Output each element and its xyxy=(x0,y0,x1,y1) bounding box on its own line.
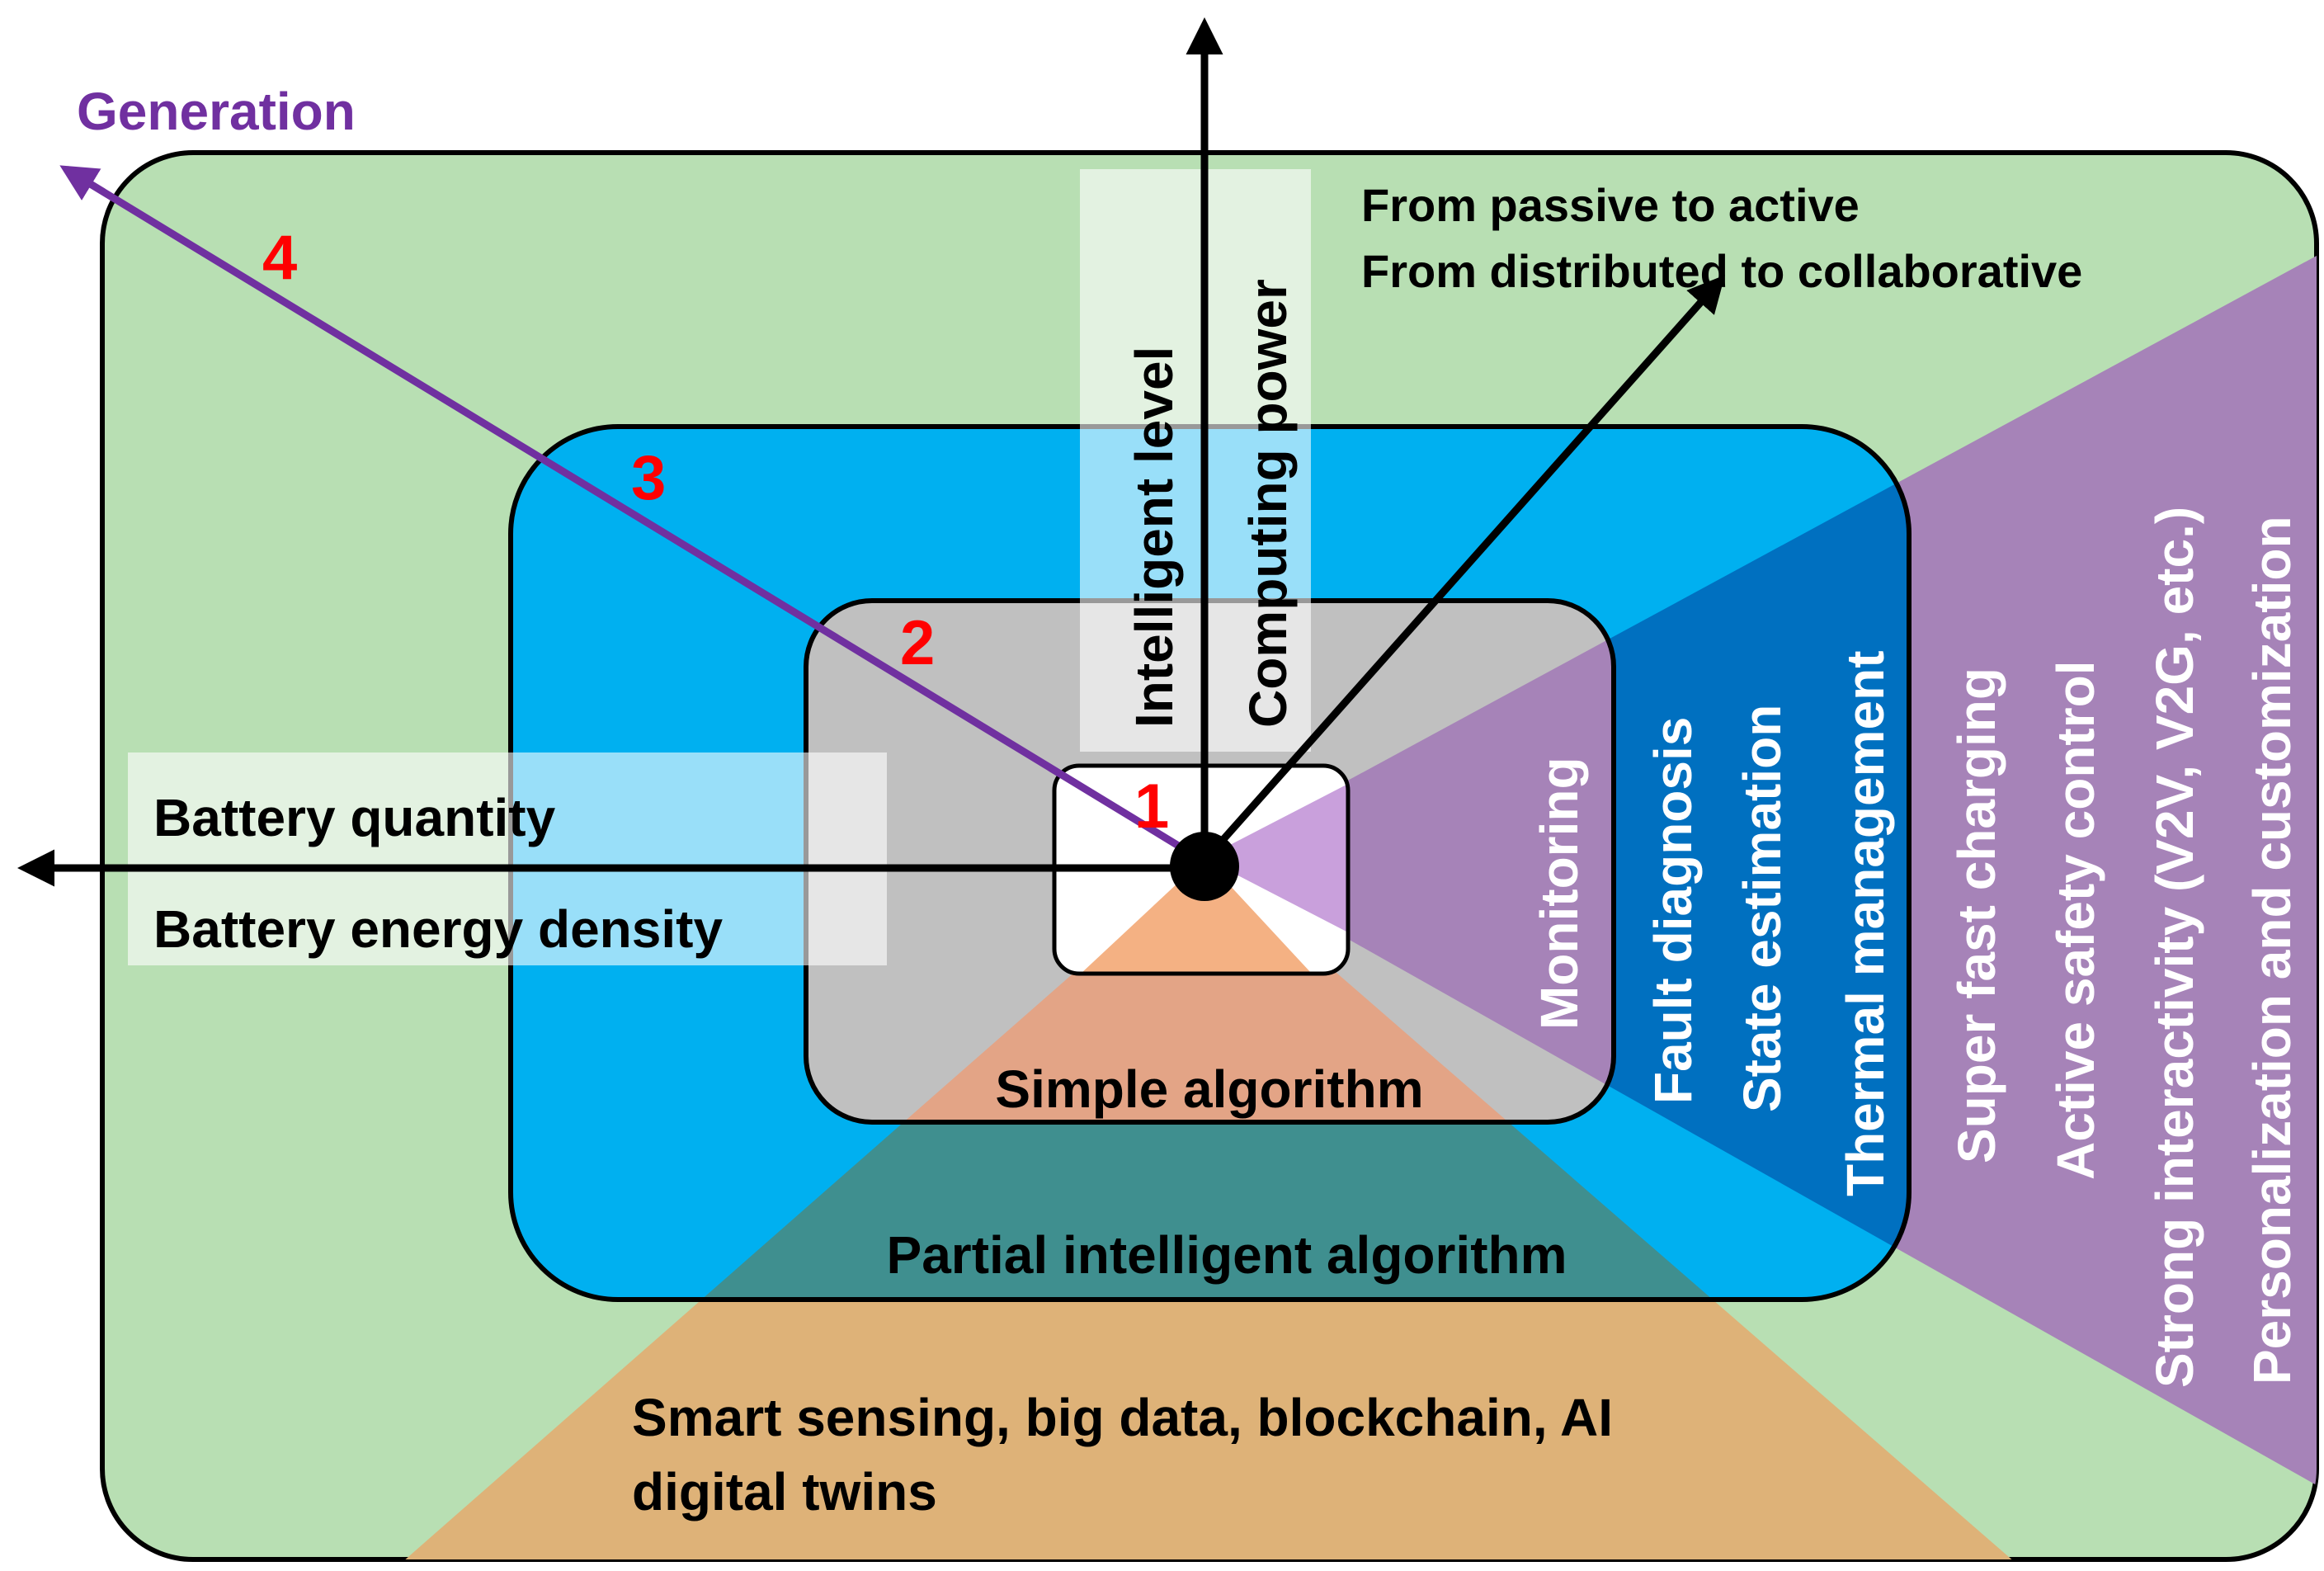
function-wedge-core xyxy=(1204,784,1348,932)
generation-number-4: 4 xyxy=(262,223,297,293)
algorithm-label-simple: Simple algorithm xyxy=(995,1059,1423,1119)
function-label-super-fast-charging: Super fast charging xyxy=(1947,668,2006,1163)
function-label-fault-diagnosis: Fault diagnosis xyxy=(1643,717,1703,1104)
generation-axis-label: Generation xyxy=(77,82,356,141)
algorithm-label-smart-line-2: digital twins xyxy=(632,1462,937,1521)
algorithm-wedge-middle xyxy=(511,858,1909,1300)
function-label-monitoring: Monitoring xyxy=(1530,757,1589,1030)
generation-arrow xyxy=(59,165,1205,864)
function-label-state-estimation: State estimation xyxy=(1732,705,1792,1112)
vertical-label-background xyxy=(1080,169,1311,752)
horizontal-label-background xyxy=(128,752,887,965)
horizontal-axis-label-battery-quantity: Battery quantity xyxy=(153,788,556,847)
function-label-strong-interactivity: Strong interactivity (V2V, V2G, etc.) xyxy=(2145,507,2204,1388)
origin-point xyxy=(1170,832,1239,901)
diagonal-axis-label-passive-to-active: From passive to active xyxy=(1361,179,1860,231)
generation-number-2: 2 xyxy=(900,608,935,678)
diagonal-axis-label-distributed-to-collaborative: From distributed to collaborative xyxy=(1361,245,2082,297)
vertical-axis-label-intelligent-level: Intelligent level xyxy=(1124,347,1184,728)
function-label-thermal-management: Thermal management xyxy=(1836,650,1895,1196)
function-label-personalization: Personalization and customization xyxy=(2242,516,2302,1385)
algorithm-label-partial-intelligent: Partial intelligent algorithm xyxy=(887,1225,1567,1285)
function-label-active-safety-control: Active safety control xyxy=(2046,660,2105,1180)
vertical-axis-label-computing-power: Computing power xyxy=(1238,279,1298,728)
function-wedge-middle xyxy=(1204,427,1909,1300)
generation-number-1: 1 xyxy=(1134,771,1169,842)
generation-number-3: 3 xyxy=(631,443,666,513)
algorithm-label-smart-line-1: Smart sensing, big data, blockchain, AI xyxy=(632,1388,1613,1447)
diagonal-axis-arrow xyxy=(1201,275,1725,863)
algorithm-wedge-core xyxy=(1081,858,1312,974)
horizontal-axis-label-battery-energy-density: Battery energy density xyxy=(153,899,723,959)
